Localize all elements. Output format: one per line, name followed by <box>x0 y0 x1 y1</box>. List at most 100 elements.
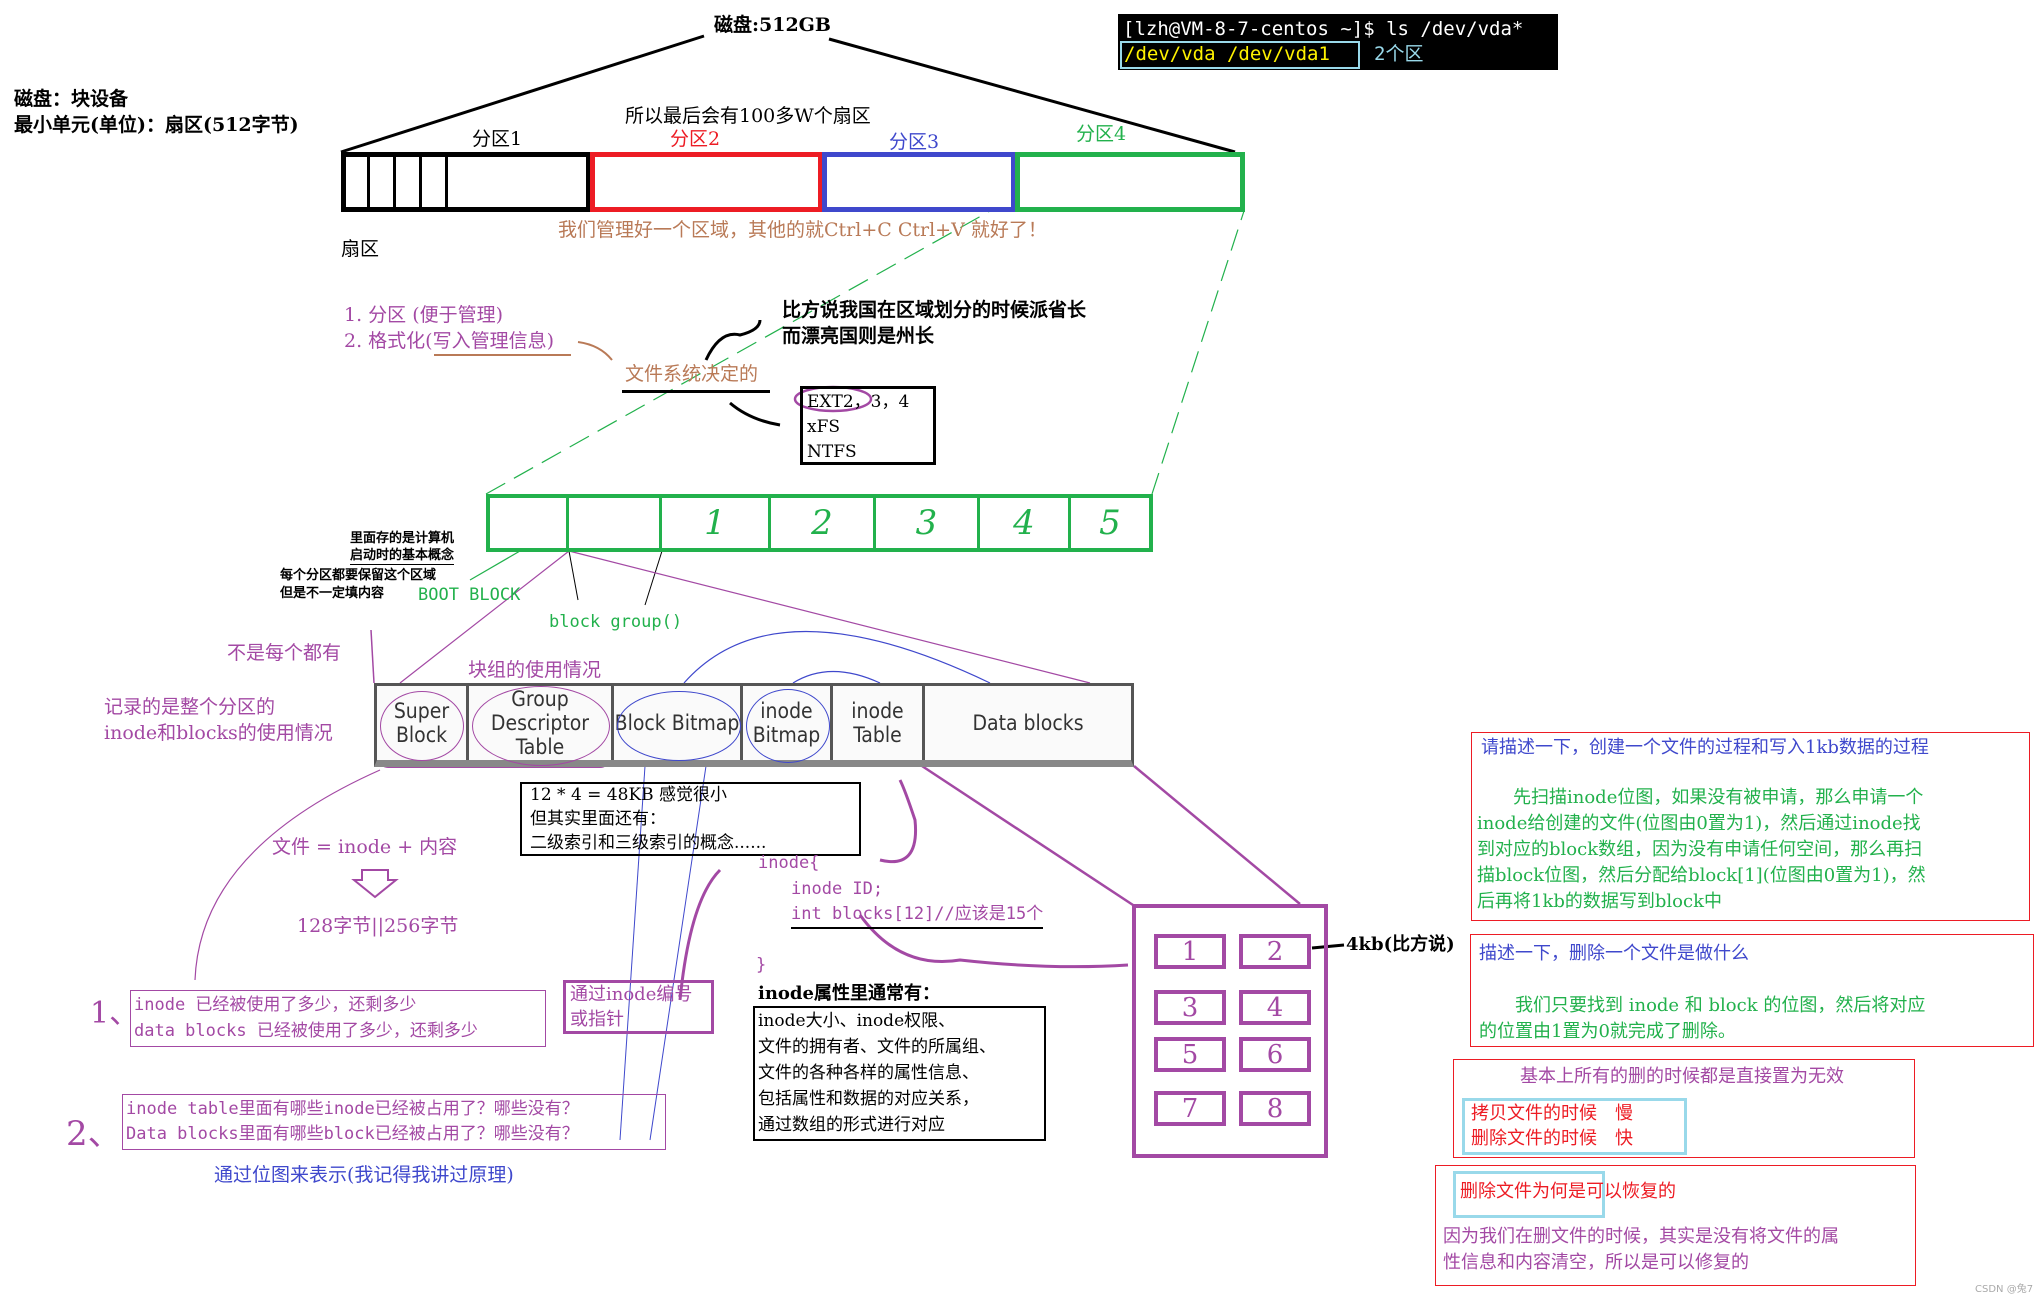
inode-attrs-title: inode属性里通常有： <box>758 983 940 1004</box>
inode-attr: 文件的拥有者、文件的所属组、 <box>758 1037 996 1057</box>
partition-layout: 1 2 3 4 5 <box>486 494 1153 552</box>
bitmap-line: inode table里面有哪些inode已经被占用了？哪些没有？ <box>126 1099 579 1119</box>
data-block: 2 <box>1239 934 1311 969</box>
inode-struct-line: int blocks[12]//应该是15个 <box>791 901 1044 929</box>
recover-answer-line: 因为我们在删文件的时候，其实是没有将文件的属 <box>1443 1226 1839 1247</box>
block-group-cell: 2 <box>771 498 876 548</box>
disk-desc-line2: 最小单元(单位)：扇区(512字节) <box>14 114 299 136</box>
block-group-bar: Super Block Group Descriptor Table Block… <box>374 683 1134 767</box>
analogy-line2: 而漂亮国则是州长 <box>782 325 935 347</box>
usage-box: inode 已经被使用了多少，还剩多少 data blocks 已经被使用了多少… <box>130 990 546 1047</box>
inode-bitmap-circle <box>746 689 830 763</box>
analogy-line1: 比方说我国在区域划分的时候派省长 <box>782 299 1087 321</box>
create-question: 请描述一下，创建一个文件的过程和写入1kb数据的过程 <box>1481 737 1929 758</box>
disk-title: 磁盘:512GB <box>714 14 831 36</box>
inode-struct-line: inode ID; <box>791 879 884 899</box>
data-block: 5 <box>1154 1037 1226 1072</box>
create-answer-line: 先扫描inode位图，如果没有被申请，那么申请一个 <box>1477 787 1924 808</box>
partition-4 <box>1015 152 1245 212</box>
watermark: CSDN @兔7 <box>1975 1284 2034 1295</box>
create-answer-line: 描block位图，然后分配给block[1](位图由0置为1)，然 <box>1477 865 1926 886</box>
inode-attr: inode大小、inode权限、 <box>758 1011 956 1031</box>
sector-count-note: 所以最后会有100多W个扇区 <box>625 105 871 127</box>
reserve-line2: 但是不一定填内容 <box>280 586 385 601</box>
data-blocks-grid: 1 2 3 4 5 6 7 8 <box>1132 904 1328 1158</box>
data-block: 8 <box>1239 1091 1311 1126</box>
data-blocks-cell: Data blocks <box>972 711 1084 735</box>
number-2: 2、 <box>66 1114 122 1154</box>
terminal-output: /dev/vda /dev/vda1 <box>1124 43 1330 65</box>
usage-line: data blocks 已经被使用了多少，还剩多少 <box>134 1021 478 1041</box>
super-block-circle <box>380 691 464 761</box>
boot-note-line2: 启动时的基本概念 <box>350 548 455 565</box>
recover-box: 删除文件为何是可以恢复的 因为我们在删文件的时候，其实是没有将文件的属 性信息和… <box>1435 1165 1916 1286</box>
speed-line: 删除文件的时候 快 <box>1471 1128 1633 1149</box>
data-block: 4 <box>1239 990 1311 1025</box>
partition-1 <box>341 152 591 212</box>
inode-attr: 文件的各种各样的属性信息、 <box>758 1063 979 1083</box>
delete-file-box: 描述一下，删除一个文件是做什么 我们只要找到 inode 和 block 的位图… <box>1470 934 2034 1047</box>
inode-table-cell: inode Table <box>833 686 925 760</box>
bitmap-line: Data blocks里面有哪些block已经被占用了？哪些没有？ <box>126 1124 579 1144</box>
inode-attr: 包括属性和数据的对应关系， <box>758 1089 979 1109</box>
terminal-note: 2个区 <box>1374 43 1424 65</box>
super-note-line2: inode和blocks的使用情况 <box>104 722 333 744</box>
speed-box: 拷贝文件的时候 慢 删除文件的时候 快 <box>1462 1098 1687 1155</box>
terminal-output-highlight: /dev/vda /dev/vda1 <box>1120 41 1360 69</box>
inode-struct-line: } <box>756 955 767 975</box>
fs-decides: 文件系统决定的 <box>625 363 759 385</box>
sector-label: 扇区 <box>341 238 380 260</box>
block-group-cell: 1 <box>662 498 771 548</box>
create-answer-line: 到对应的block数组，因为没有申请任何空间，那么再扫 <box>1477 839 1923 860</box>
inode-attrs-box: inode大小、inode权限、 文件的拥有者、文件的所属组、 文件的各种各样的… <box>753 1006 1046 1141</box>
recover-question-box: 删除文件为何是可以恢复的 <box>1453 1171 1676 1218</box>
block-group-label: block group() <box>549 612 683 632</box>
step-partition: 1. 分区 (便于管理) <box>344 304 504 326</box>
block-group-cell: 5 <box>1099 503 1121 543</box>
create-answer-line: 后再将1kb的数据写到block中 <box>1477 891 1722 912</box>
invalid-note: 基本上所有的删的时候都是直接置为无效 <box>1520 1066 1844 1087</box>
create-file-box: 请描述一下，创建一个文件的过程和写入1kb数据的过程 先扫描inode位图，如果… <box>1471 732 2030 921</box>
size-note-line: 但其实里面还有： <box>530 809 666 829</box>
partition-label-2: 分区2 <box>670 128 721 150</box>
inode-size: 128字节||256字节 <box>297 915 459 937</box>
block-group-cell: 4 <box>980 498 1071 548</box>
size-note-line: 二级索引和三级索引的概念...... <box>530 833 767 853</box>
block-bitmap-circle <box>617 691 741 761</box>
boot-note-line1: 里面存的是计算机 <box>350 531 455 546</box>
group-usage-note: 块组的使用情况 <box>468 659 602 681</box>
invalid-box: 基本上所有的删的时候都是直接置为无效 拷贝文件的时候 慢 删除文件的时候 快 <box>1453 1059 1915 1158</box>
bitmap-note: 通过位图来表示(我记得我讲过原理) <box>214 1164 514 1186</box>
fs-type: EXT2，3，4 <box>807 392 910 412</box>
data-block: 6 <box>1239 1037 1311 1072</box>
reserve-line1: 每个分区都要保留这个区域 <box>280 568 437 583</box>
partition-label-3: 分区3 <box>889 131 940 153</box>
gdt-circle <box>472 686 610 766</box>
block-size-note: 4kb(比方说) <box>1346 934 1455 955</box>
size-note-box: 12 * 4 = 48KB 感觉很小 但其实里面还有： 二级索引和三级索引的概念… <box>520 782 861 856</box>
data-block: 1 <box>1154 934 1226 969</box>
step-format: 2. 格式化(写入管理信息) <box>344 330 554 352</box>
terminal: [lzh@VM-8-7-centos ~]$ ls /dev/vda* /dev… <box>1118 14 1558 70</box>
delete-answer-line: 的位置由1置为0就完成了删除。 <box>1479 1021 1736 1042</box>
inode-struct-line: inode{ <box>758 853 820 873</box>
file-equation: 文件 = inode + 内容 <box>272 836 458 858</box>
super-note-line1: 记录的是整个分区的 <box>104 696 276 718</box>
data-block: 3 <box>1154 990 1226 1025</box>
delete-question: 描述一下，删除一个文件是做什么 <box>1479 943 1749 964</box>
fs-type: xFS <box>807 417 841 437</box>
block-group-cell <box>569 498 662 548</box>
partition-label-4: 分区4 <box>1076 123 1127 145</box>
inode-attr: 通过数组的形式进行对应 <box>758 1115 945 1135</box>
bitmap-box: inode table里面有哪些inode已经被占用了？哪些没有？ Data b… <box>122 1094 666 1150</box>
boot-block-label: BOOT BLOCK <box>418 585 521 605</box>
partition-label-1: 分区1 <box>472 128 523 150</box>
via-inode-box: 通过inode编号 或指针 <box>563 980 714 1034</box>
not-every-note: 不是每个都有 <box>227 642 342 664</box>
fs-types-box: EXT2，3，4 xFS NTFS <box>800 386 936 465</box>
format-underline <box>434 354 571 356</box>
partition-2 <box>590 152 823 212</box>
via-inode-line: 通过inode编号 <box>570 984 693 1005</box>
fs-underline <box>622 390 770 393</box>
